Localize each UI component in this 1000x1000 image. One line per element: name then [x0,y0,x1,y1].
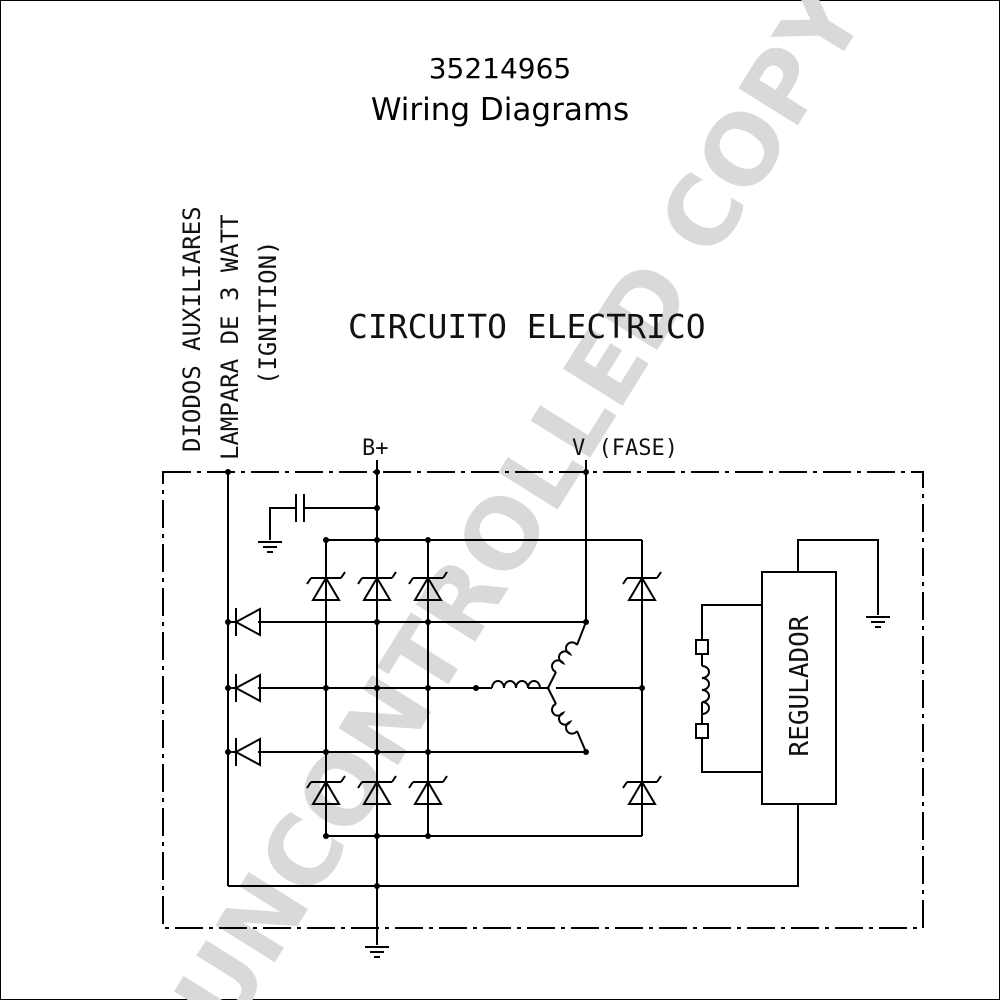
rotor-winding-icon [695,639,710,739]
circuit-wires [227,460,879,945]
alternator-enclosure [162,471,924,929]
stator-winding-icon [480,621,587,753]
regulator-box [761,571,837,805]
label-phase: V (FASE) [572,436,678,461]
circuit-title: CIRCUITO ELECTRICO [348,307,706,346]
part-number: 35214965 [428,52,572,85]
diode-icon [235,673,261,703]
watermark-text: UNCONTROLLED COPY [153,0,887,1000]
ground-icon [257,541,283,553]
label-lamp: LAMPARA DE 3 WATT [216,214,244,460]
auxiliary-diodes [235,607,261,767]
label-b-plus: B+ [362,436,389,461]
label-diodes-aux: DIODOS AUXILIARES [178,206,206,452]
regulator-label: REGULADOR [785,615,815,756]
ground-icon [865,616,891,628]
ground-icon [364,946,390,958]
diode-icon [235,737,261,767]
page-subtitle: Wiring Diagrams [370,92,630,128]
label-ignition: (IGNITION) [254,241,282,386]
diode-icon [235,607,261,637]
junction-dots [225,469,645,889]
